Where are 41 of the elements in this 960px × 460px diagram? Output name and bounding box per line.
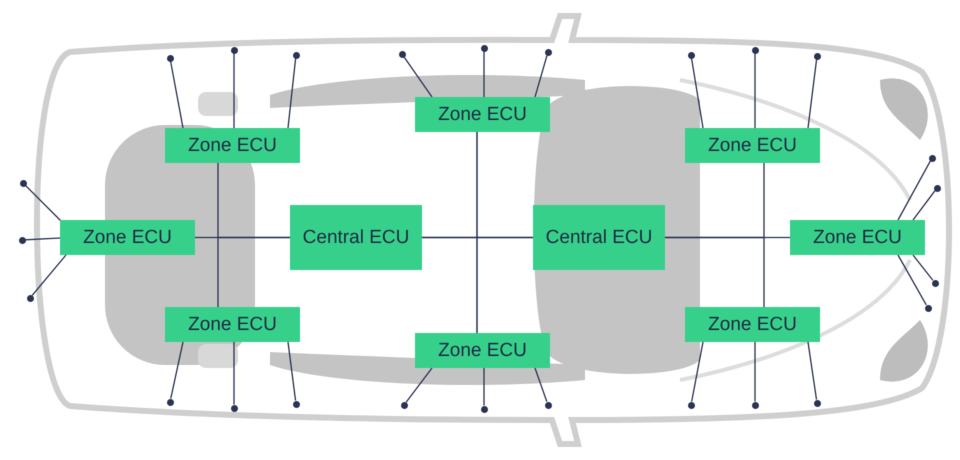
ecu-box: Zone ECU	[165, 307, 300, 342]
connector-line	[170, 342, 184, 399]
connector-line	[287, 58, 296, 128]
connector-line	[754, 54, 756, 128]
connector-line	[912, 254, 934, 281]
ecu-box: Zone ECU	[60, 220, 195, 255]
connector-line	[170, 61, 184, 128]
connection-dot	[20, 180, 26, 186]
connector-line	[25, 185, 62, 222]
connection-dot	[18, 236, 26, 244]
connector-line	[807, 342, 818, 400]
ecu-box: Zone ECU	[685, 128, 820, 163]
ecu-box: Zone ECU	[790, 220, 925, 255]
ecu-box: Central ECU	[533, 205, 665, 270]
connector-line	[483, 52, 485, 97]
connector-line	[406, 368, 433, 403]
connector-line	[691, 342, 704, 402]
connector-line	[534, 55, 548, 98]
ecu-box: Central ECU	[290, 205, 422, 270]
connector-line	[754, 342, 756, 402]
connector-line	[233, 54, 235, 128]
connector-line	[690, 58, 704, 128]
connection-dot	[26, 294, 34, 302]
connector-line	[807, 59, 818, 128]
ecu-box: Zone ECU	[415, 97, 550, 132]
connector-line	[665, 236, 765, 307]
connector-line	[897, 254, 927, 306]
ecu-box: Zone ECU	[165, 128, 300, 163]
connector-line	[912, 190, 936, 220]
ecu-box: Zone ECU	[415, 333, 550, 368]
connector-line	[233, 342, 235, 404]
connector-line	[287, 342, 296, 401]
connector-line	[476, 236, 533, 333]
connector-line	[534, 368, 548, 402]
connector-line	[483, 368, 485, 406]
connector-line	[403, 56, 433, 98]
connector-line	[897, 160, 931, 220]
connector-line	[217, 236, 290, 307]
connector-line	[25, 237, 60, 240]
connector-line	[32, 254, 66, 296]
ecu-box: Zone ECU	[685, 307, 820, 342]
